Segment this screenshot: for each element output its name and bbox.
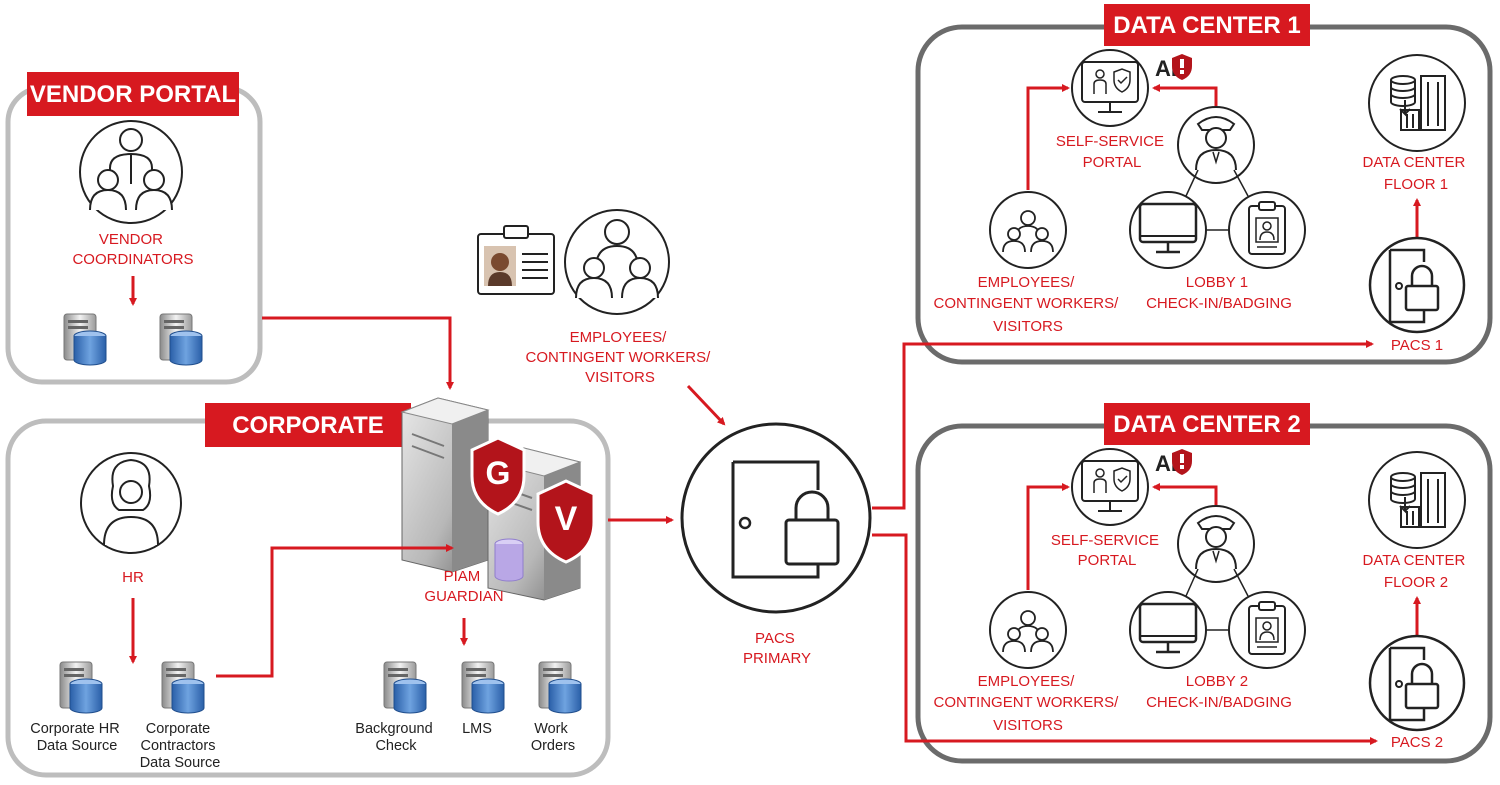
dc2-guard-icon: [1177, 505, 1255, 583]
data-center-2-banner: DATA CENTER 2: [1104, 403, 1310, 445]
svg-text:V: V: [555, 500, 578, 538]
dc2-lobby-label: LOBBY 2 CHECK-IN/BADGING: [1146, 673, 1292, 711]
dc1-pacs-label: PACS 1: [1391, 337, 1443, 354]
work-orders-db-icon: [538, 661, 582, 714]
employees-to-pacs-arrow: [686, 384, 726, 426]
svg-text:G: G: [486, 455, 511, 491]
dc2-lobby-to-portal-arrow: [1152, 483, 1218, 505]
pacs-primary-label: PACS PRIMARY: [743, 630, 811, 667]
dc2-employees-icon: [989, 591, 1067, 669]
vendor-to-piam-arrow: [262, 316, 454, 390]
background-check-label: Background Check: [355, 721, 436, 754]
dc2-guard-badge-connector: [1233, 568, 1249, 597]
dc2-floor-label: DATA CENTER FLOOR 2: [1363, 552, 1470, 591]
vendor-coordinators-icon: [79, 120, 183, 224]
dc1-employees-to-portal-arrow: [1026, 84, 1070, 190]
vendor-db-1-icon: [63, 313, 107, 366]
dc2-floor-icon: [1368, 451, 1466, 549]
corporate-contractors-data-source-label: Corporate Contractors Data Source: [140, 721, 221, 771]
vendor-portal-banner: VENDOR PORTAL: [27, 72, 239, 116]
piam-guardian-label: PIAM GUARDIAN: [424, 568, 503, 605]
contractors-to-piam-arrow: [216, 544, 454, 678]
dc2-self-service-portal-icon: [1071, 448, 1149, 526]
dc1-lobby-to-portal-arrow: [1152, 84, 1218, 106]
dc2-monitor-icon: [1129, 591, 1207, 669]
id-badge-icon: [477, 225, 555, 295]
work-orders-label: Work Orders: [531, 721, 575, 754]
center-employees-label: EMPLOYEES/ CONTINGENT WORKERS/ VISITORS: [526, 329, 715, 386]
dc1-self-service-portal-icon: [1071, 49, 1149, 127]
piam-database-icon: [494, 538, 524, 582]
lms-db-icon: [461, 661, 505, 714]
hr-person-icon: [80, 452, 182, 554]
corporate-banner: CORPORATE: [205, 403, 411, 447]
lms-label: LMS: [462, 721, 492, 737]
dc1-floor-label: DATA CENTER FLOOR 1: [1363, 154, 1470, 193]
corporate-title: CORPORATE: [232, 412, 384, 439]
vendor-coordinators-label: VENDOR COORDINATORS: [72, 231, 193, 268]
pacs-primary-icon: [680, 422, 872, 614]
data-center-2-title: DATA CENTER 2: [1113, 411, 1301, 438]
dc1-guard-monitor-connector: [1185, 169, 1199, 197]
corporate-hr-db-icon: [59, 661, 103, 714]
guardian-g-shield-icon: G: [470, 436, 526, 516]
dc2-badge-clipboard-icon: [1228, 591, 1306, 669]
dc2-employees-to-portal-arrow: [1026, 483, 1070, 590]
corporate-contractors-db-icon: [161, 661, 205, 714]
dc1-pacs-lock-icon: [1368, 236, 1466, 334]
dc1-employees-label: EMPLOYEES/ CONTINGENT WORKERS/ VISITORS: [934, 274, 1123, 335]
guardian-v-shield-icon: V: [536, 479, 596, 564]
dc1-ae-logo: AE: [1155, 54, 1192, 81]
dc2-ae-logo: AE: [1155, 449, 1192, 476]
dc1-monitor-icon: [1129, 191, 1207, 269]
dc1-guard-badge-connector: [1233, 169, 1249, 197]
pacs-primary-to-pacs2-arrow: [872, 533, 1378, 745]
dc2-employees-label: EMPLOYEES/ CONTINGENT WORKERS/ VISITORS: [934, 673, 1123, 734]
hr-label: HR: [122, 569, 144, 586]
vendor-db-2-icon: [159, 313, 203, 366]
dc2-pacs-label: PACS 2: [1391, 734, 1443, 751]
dc1-lobby-label: LOBBY 1 CHECK-IN/BADGING: [1146, 274, 1292, 312]
dc2-pacs-lock-icon: [1368, 634, 1466, 732]
dc1-self-service-label: SELF-SERVICE PORTAL: [1056, 133, 1168, 171]
employees-visitors-icon: [564, 209, 670, 315]
dc1-employees-icon: [989, 191, 1067, 269]
corporate-hr-data-source-label: Corporate HR Data Source: [30, 721, 123, 754]
dc2-guard-monitor-connector: [1185, 568, 1199, 597]
dc2-self-service-label: SELF-SERVICE PORTAL: [1051, 532, 1163, 569]
dc1-floor-icon: [1368, 54, 1466, 152]
data-center-1-banner: DATA CENTER 1: [1104, 4, 1310, 46]
dc1-guard-icon: [1177, 106, 1255, 184]
dc1-badge-clipboard-icon: [1228, 191, 1306, 269]
data-center-1-title: DATA CENTER 1: [1113, 12, 1301, 39]
pacs-primary-to-pacs1-arrow: [872, 340, 1374, 510]
vendor-portal-title: VENDOR PORTAL: [30, 81, 236, 108]
background-check-db-icon: [383, 661, 427, 714]
